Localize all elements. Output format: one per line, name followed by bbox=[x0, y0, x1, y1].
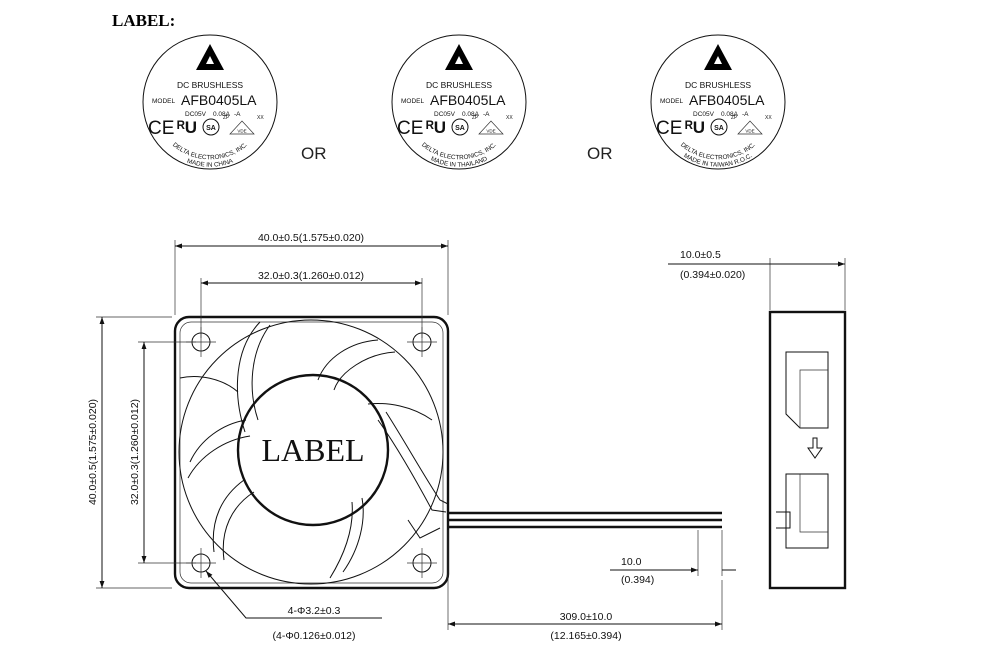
label-rating-a: 0.08A bbox=[213, 111, 231, 118]
dim-hole-diameter: 4-Φ3.2±0.3 (4-Φ0.126±0.012) bbox=[205, 570, 382, 642]
label-type: DC BRUSHLESS bbox=[685, 80, 751, 90]
svg-text:SA: SA bbox=[714, 125, 724, 132]
label-model-prefix: MODEL bbox=[660, 98, 684, 105]
label-rating-a: 0.08A bbox=[462, 111, 480, 118]
dim-overall-width: 40.0±0.5(1.575±0.020) bbox=[174, 232, 449, 315]
csa-mark-icon bbox=[710, 118, 728, 136]
side-frame bbox=[768, 310, 847, 590]
svg-text:VDE: VDE bbox=[745, 129, 754, 134]
svg-text:SA: SA bbox=[455, 125, 465, 132]
label-model-prefix: MODEL bbox=[152, 98, 176, 105]
fan-blades bbox=[179, 321, 433, 579]
label-type: DC BRUSHLESS bbox=[177, 80, 243, 90]
mark-xx: XX bbox=[506, 115, 513, 121]
label-origin: MADE IN CHINA bbox=[186, 157, 235, 168]
label-maker: DELTA ELECTRONICS, INC. bbox=[171, 141, 249, 161]
label-type: DC BRUSHLESS bbox=[426, 80, 492, 90]
vde-mark-icon bbox=[737, 120, 763, 135]
label-suffix: -A bbox=[234, 111, 241, 118]
svg-text:309.0±10.0: 309.0±10.0 bbox=[560, 611, 613, 623]
label-heading: LABEL: bbox=[112, 11, 175, 30]
svg-text:(12.165±0.394): (12.165±0.394) bbox=[550, 630, 621, 642]
svg-text:40.0±0.5(1.575±0.020): 40.0±0.5(1.575±0.020) bbox=[87, 399, 99, 505]
dim-strip-length: 10.0 (0.394) bbox=[610, 530, 736, 586]
ul-mark-icon: ᴿU bbox=[685, 118, 705, 137]
label-circle bbox=[142, 34, 278, 170]
fan-side-view bbox=[768, 310, 847, 590]
label-rating-v: DC05V bbox=[185, 111, 207, 118]
csa-mark-icon bbox=[202, 118, 220, 136]
wire-channel bbox=[377, 419, 447, 513]
svg-text:(0.394): (0.394) bbox=[621, 574, 654, 586]
mark-zp: ZP bbox=[223, 115, 230, 121]
svg-text:32.0±0.3(1.260±0.012): 32.0±0.3(1.260±0.012) bbox=[129, 399, 141, 505]
label-model: AFB0405LA bbox=[181, 92, 257, 108]
label-option-thailand: DC BRUSHLESS MODEL AFB0405LA DC05V 0.08A… bbox=[391, 34, 527, 170]
label-model: AFB0405LA bbox=[430, 92, 506, 108]
fan-hub bbox=[236, 373, 390, 527]
label-option-china: DC BRUSHLESS MODEL AFB0405LA DC05V 0.08A… bbox=[142, 34, 278, 170]
label-rating-a: 0.08A bbox=[721, 111, 739, 118]
label-option-taiwan: DC BRUSHLESS MODEL AFB0405LA DC05V 0.08A… bbox=[650, 34, 786, 170]
label-circle bbox=[391, 34, 527, 170]
label-suffix: -A bbox=[742, 111, 749, 118]
ce-mark-icon: CE bbox=[656, 118, 682, 139]
dim-thickness: 10.0±0.5 (0.394±0.020) bbox=[668, 249, 846, 310]
svg-text:40.0±0.5(1.575±0.020): 40.0±0.5(1.575±0.020) bbox=[258, 232, 364, 244]
label-model-prefix: MODEL bbox=[401, 98, 425, 105]
svg-text:VDE: VDE bbox=[486, 129, 495, 134]
ul-mark-icon: ᴿU bbox=[177, 118, 197, 137]
svg-text:10.0±0.5: 10.0±0.5 bbox=[680, 249, 721, 261]
mark-zp: ZP bbox=[731, 115, 738, 121]
fan-front-view: LABEL bbox=[173, 315, 722, 590]
airflow-arrow-icon bbox=[807, 437, 823, 459]
vde-mark-icon bbox=[478, 120, 504, 135]
svg-text:10.0: 10.0 bbox=[621, 556, 642, 568]
ce-mark-icon: CE bbox=[397, 118, 423, 139]
dim-overall-height: 40.0±0.5(1.575±0.020) bbox=[87, 316, 172, 589]
or-separator-2: OR bbox=[587, 144, 613, 163]
svg-text:32.0±0.3(1.260±0.012): 32.0±0.3(1.260±0.012) bbox=[258, 270, 364, 282]
svg-text:VDE: VDE bbox=[237, 129, 246, 134]
lead-wires bbox=[448, 511, 722, 529]
dim-hole-width: 32.0±0.3(1.260±0.012) bbox=[200, 270, 423, 338]
svg-text:SA: SA bbox=[206, 125, 216, 132]
csa-mark-icon bbox=[451, 118, 469, 136]
svg-text:(0.394±0.020): (0.394±0.020) bbox=[680, 269, 745, 281]
svg-text:4-Φ3.2±0.3: 4-Φ3.2±0.3 bbox=[288, 605, 341, 617]
label-rating-v: DC05V bbox=[693, 111, 715, 118]
mark-xx: XX bbox=[765, 115, 772, 121]
ce-mark-icon: CE bbox=[148, 118, 174, 139]
ul-mark-icon: ᴿU bbox=[426, 118, 446, 137]
mounting-holes bbox=[186, 327, 437, 578]
svg-text:(4-Φ0.126±0.012): (4-Φ0.126±0.012) bbox=[272, 630, 355, 642]
mark-xx: XX bbox=[257, 115, 264, 121]
hub-label: LABEL bbox=[261, 432, 364, 468]
label-circle bbox=[650, 34, 786, 170]
dim-lead-length: 309.0±10.0 (12.165±0.394) bbox=[447, 530, 723, 642]
fan-frame bbox=[173, 315, 450, 590]
vde-mark-icon bbox=[229, 120, 255, 135]
label-suffix: -A bbox=[483, 111, 490, 118]
label-model: AFB0405LA bbox=[689, 92, 765, 108]
venturi-ring bbox=[178, 319, 444, 585]
dim-hole-height: 32.0±0.3(1.260±0.012) bbox=[129, 341, 196, 564]
label-rating-v: DC05V bbox=[434, 111, 456, 118]
mark-zp: ZP bbox=[472, 115, 479, 121]
or-separator-1: OR bbox=[301, 144, 327, 163]
